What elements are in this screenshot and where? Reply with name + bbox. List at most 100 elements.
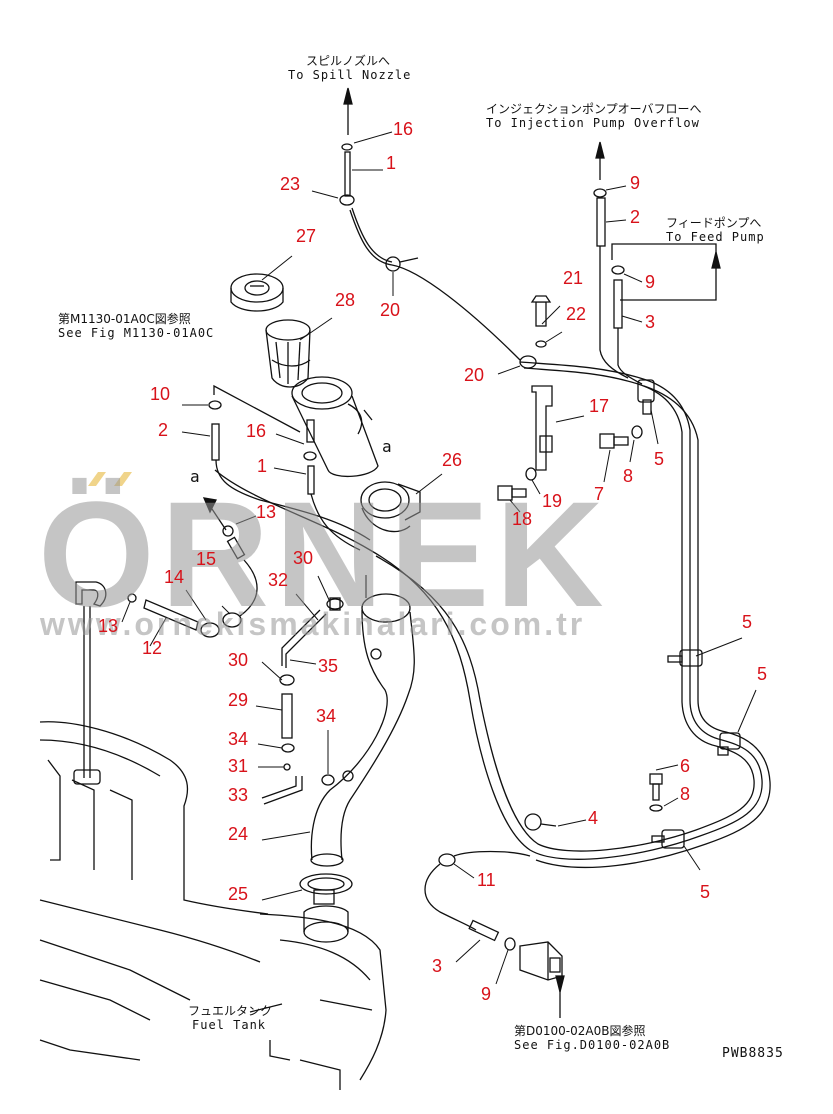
leader-lines: [121, 131, 757, 985]
callout-35: 35: [318, 656, 339, 676]
callout-5: 5: [654, 449, 665, 469]
note-feed-en: To Feed Pump: [666, 230, 765, 244]
note-m1130-en: See Fig M1130-01A0C: [58, 326, 215, 340]
note-spill-nozzle: スピルノズルへ To Spill Nozzle: [288, 54, 411, 82]
callout-15: 15: [196, 549, 217, 569]
spill-line: [339, 143, 521, 361]
callout-34: 34: [316, 706, 337, 726]
callout-9: 9: [630, 173, 641, 193]
callout-30: 30: [228, 650, 249, 670]
callout-32: 32: [268, 570, 289, 590]
note-see-d0100: 第D0100-02A0B図参照 See Fig.D0100-02A0B: [514, 1024, 670, 1052]
note-spill-en: To Spill Nozzle: [288, 68, 412, 82]
callout-17: 17: [589, 396, 610, 416]
callout-21: 21: [563, 268, 584, 288]
callout-5: 5: [742, 612, 753, 632]
arrow-spill-nozzle: [343, 87, 353, 135]
note-see-m1130: 第M1130-01A0C図参照 See Fig M1130-01A0C: [58, 312, 214, 340]
arrow-injection-overflow: [595, 141, 605, 180]
callout-12: 12: [142, 638, 163, 658]
callout-30: 30: [293, 548, 314, 568]
left-fuel-line: [208, 384, 371, 551]
callout-10: 10: [150, 384, 171, 404]
fuel-cap-27: [230, 273, 284, 312]
callout-2: 2: [630, 207, 641, 227]
callout-20: 20: [380, 300, 401, 320]
arrow-feed-pump: [611, 243, 721, 301]
callout-5: 5: [700, 882, 711, 902]
bracket-17: [519, 295, 553, 471]
callout-13: 13: [98, 616, 119, 636]
note-tank-jp: フュエルタンク: [188, 1004, 273, 1018]
note-tank-en: Fuel Tank: [192, 1018, 267, 1032]
callout-2: 2: [158, 420, 169, 440]
clamp-5-bottom: [651, 829, 685, 849]
callout-9: 9: [645, 272, 656, 292]
note-overflow-en: To Injection Pump Overflow: [486, 116, 700, 130]
callout-29: 29: [228, 690, 249, 710]
callout-22: 22: [566, 304, 587, 324]
callout-4: 4: [588, 808, 599, 828]
marker-a-right: a: [382, 437, 393, 456]
clamp-25: [299, 873, 353, 905]
callout-5: 5: [757, 664, 768, 684]
callout-3: 3: [432, 956, 443, 976]
fuel-tank: [39, 721, 387, 1090]
note-injection-overflow: インジェクションポンプオーバフローへ To Injection Pump Ove…: [486, 102, 702, 130]
marker-a-left: a: [190, 467, 201, 486]
watermark-logo: ÖRNEK: [38, 470, 610, 638]
note-fuel-tank: フュエルタンク Fuel Tank: [188, 1004, 272, 1032]
filler-neck: [291, 376, 379, 478]
callout-9: 9: [481, 984, 492, 1004]
callout-6: 6: [680, 756, 691, 776]
callout-34: 34: [228, 729, 249, 749]
lower-return-line: [424, 850, 531, 951]
callout-20: 20: [464, 365, 485, 385]
bolt-18: [497, 467, 537, 501]
clamp-5-lower-right: [717, 732, 741, 756]
filler-pipe-24: [310, 575, 415, 867]
clamp-5-middle: [667, 649, 703, 667]
callout-1: 1: [257, 456, 268, 476]
note-d0100-jp: 第D0100-02A0B図参照: [514, 1024, 646, 1038]
callout-18: 18: [512, 509, 533, 529]
callout-14: 14: [164, 567, 185, 587]
callout-24: 24: [228, 824, 249, 844]
note-overflow-jp: インジェクションポンプオーバフローへ: [486, 102, 702, 116]
callout-13: 13: [256, 502, 277, 522]
callout-16: 16: [246, 421, 267, 441]
callout-11: 11: [477, 870, 496, 890]
callout-8: 8: [623, 466, 634, 486]
joint-26: [360, 481, 421, 533]
note-m1130-jp: 第M1130-01A0C図参照: [58, 312, 191, 326]
valve-block: [519, 941, 565, 1018]
callout-25: 25: [228, 884, 249, 904]
breather-hose: [261, 597, 382, 805]
clamp-4: [524, 813, 557, 831]
drain-line: [127, 497, 258, 638]
callout-31: 31: [228, 756, 249, 776]
callout-33: 33: [228, 785, 249, 805]
watermark-url: www.ornekismakinalari.com.tr: [40, 606, 586, 642]
note-feed-pump: フィードポンプへ To Feed Pump: [666, 216, 765, 244]
watermark-accent: [84, 468, 144, 494]
callout-3: 3: [645, 312, 656, 332]
note-d0100-en: See Fig.D0100-02A0B: [514, 1038, 671, 1052]
strainer-28: [265, 319, 311, 388]
callout-27: 27: [296, 226, 317, 246]
callout-7: 7: [594, 484, 605, 504]
note-feed-jp: フィードポンプへ: [666, 216, 762, 230]
tank-bracket: [75, 581, 107, 778]
bolt-6: [649, 773, 663, 812]
note-spill-jp: スピルノズルへ: [306, 54, 391, 68]
callout-23: 23: [280, 174, 301, 194]
drawing-number: PWB8835: [722, 1046, 784, 1061]
callout-28: 28: [335, 290, 356, 310]
bolt-7: [599, 425, 643, 449]
clamp-5-upper: [637, 379, 655, 415]
callout-16: 16: [393, 119, 414, 139]
callout-8: 8: [680, 784, 691, 804]
callout-1: 1: [386, 153, 397, 173]
callout-19: 19: [542, 491, 563, 511]
